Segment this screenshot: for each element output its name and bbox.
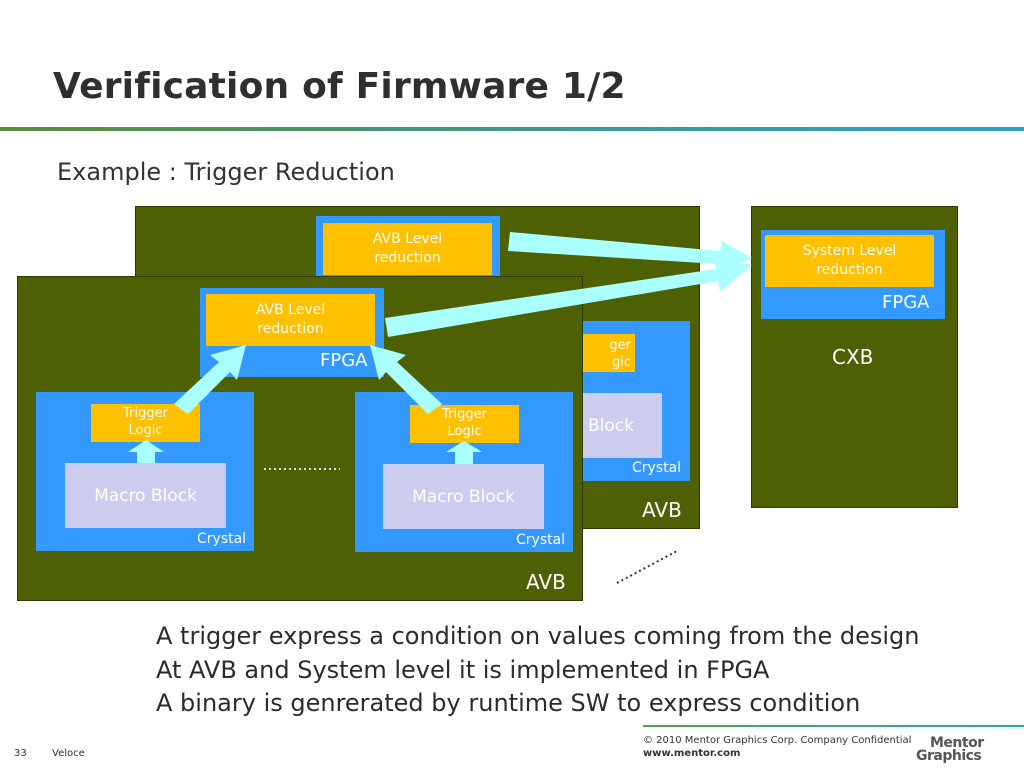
logo-line-1: Mentor	[930, 735, 984, 751]
page-number: 33	[14, 748, 27, 759]
ellipsis-between-boards	[616, 550, 678, 584]
fpga-label-cxb: FPGA	[882, 292, 930, 313]
arrow-back-avb-to-system	[508, 232, 752, 274]
trigger-partial-text-2: gic	[611, 355, 631, 371]
avb-label-back: AVB	[642, 498, 682, 522]
trigger-partial-text-1: ger	[609, 338, 631, 354]
bullet-2: At AVB and System level it is implemente…	[156, 656, 770, 684]
avb-level-reduction-front: AVB Level reduction	[206, 294, 375, 346]
copyright: © 2010 Mentor Graphics Corp. Company Con…	[643, 735, 912, 746]
title-divider	[0, 127, 1024, 131]
slide-title: Verification of Firmware 1/2	[53, 66, 626, 107]
arrow-left-macro-to-trigger	[128, 440, 164, 463]
macro-block-left: Macro Block	[65, 463, 226, 528]
bullet-1: A trigger express a condition on values …	[156, 622, 920, 650]
fpga-label-front: FPGA	[320, 350, 368, 371]
logo-line-2: Graphics	[916, 748, 982, 764]
cxb-label: CXB	[832, 345, 874, 369]
slide-subtitle: Example : Trigger Reduction	[57, 158, 395, 186]
product-name: Veloce	[52, 748, 85, 759]
avb-label-front: AVB	[526, 570, 566, 594]
footer-divider	[643, 725, 1024, 727]
crystal-label-back: Crystal	[632, 460, 682, 476]
bullet-3: A binary is genrerated by runtime SW to …	[156, 689, 861, 717]
crystal-label-left: Crystal	[197, 531, 247, 547]
arrow-right-macro-to-trigger	[446, 441, 482, 464]
arrow-left-trigger-to-fpga	[174, 345, 246, 414]
arrow-front-avb-to-system	[385, 258, 752, 337]
website: www.mentor.com	[643, 748, 741, 759]
mentor-graphics-logo: Mentor Graphics	[916, 735, 996, 765]
macro-block-right: Macro Block	[383, 464, 544, 529]
trigger-logic-left: Trigger Logic	[91, 404, 200, 442]
crystal-label-right: Crystal	[516, 532, 566, 548]
arrow-right-trigger-to-fpga	[370, 345, 442, 414]
avb-level-reduction-back: AVB Level reduction	[323, 223, 492, 275]
system-level-reduction: System Level reduction	[765, 235, 934, 287]
